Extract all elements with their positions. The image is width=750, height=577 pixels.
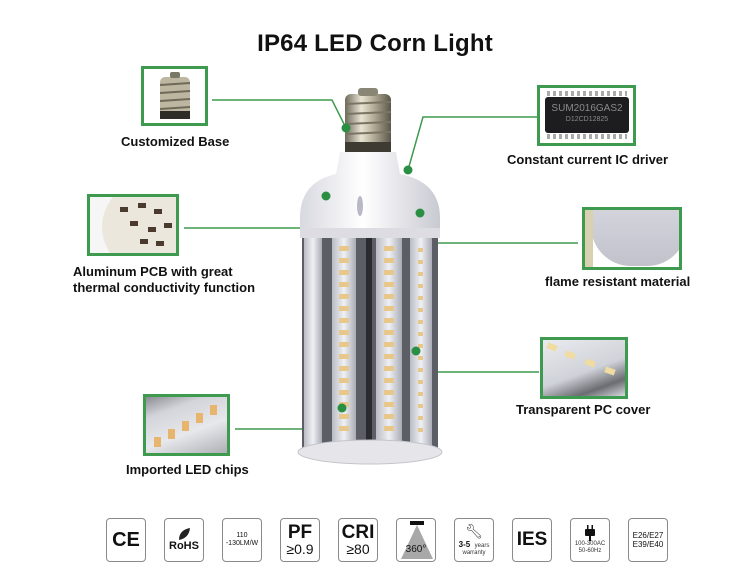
cri-value: ≥80 [346,541,370,557]
housing-thumbnail [582,207,682,270]
wrench-icon: 🔧︎ [465,522,483,539]
callout-label-pcb-line1: Aluminum PCB with great [73,264,233,279]
callout-label-ic-driver: Constant current IC driver [507,152,669,167]
pcb-thumbnail [87,194,179,256]
chip-marking-line2: D12CD12825 [565,116,609,123]
voltage-badge: 100-300AC 50-60Hz [570,518,610,562]
plug-icon [585,525,595,541]
beam-angle-text: 360° [405,543,427,555]
corn-light-bulb-image [297,88,443,465]
ies-icon: IES [516,529,548,550]
frequency-range: 50-60Hz [578,548,602,554]
rohs-badge: RoHS [164,518,204,562]
ic-chip-thumbnail: SUM2016GAS2 D12CD12825 [537,85,636,146]
voltage-range: 100-300AC [574,541,606,547]
pf-value: ≥0.9 [286,541,314,557]
beam-angle-icon [410,521,424,525]
power-factor-badge: PF ≥0.9 [280,518,320,562]
led-chips-thumbnail [143,394,230,456]
base-types-line1: E26/E27 [632,531,664,540]
screw-base-icon [159,72,191,119]
efficacy-line1: 110 [236,532,248,539]
callout-label-flame: flame resistant material [545,274,691,289]
pf-label: PF [287,522,313,543]
callout-label-pc-cover: Transparent PC cover [516,402,651,417]
efficacy-badge: 110 -130LM/W [222,518,262,562]
ies-badge: IES [512,518,552,562]
callout-label-pcb-line2: thermal conductivity function [73,280,256,295]
callout-label-base: Customized Base [121,134,230,149]
callout-label-pcb: Aluminum PCB with great thermal conducti… [73,264,255,296]
cri-badge: CRI ≥80 [338,518,378,562]
cri-label: CRI [341,522,375,543]
warranty-label: warranty [462,549,486,556]
warranty-years: 3-5 [458,539,471,549]
rohs-leaf-icon [179,528,190,540]
base-types-line2: E39/E40 [632,540,664,549]
pc-cover-thumbnail [540,337,628,399]
warranty-badge: 🔧︎ 3-5 years warranty [454,518,494,562]
beam-angle-badge: 360° [396,518,436,562]
efficacy-line2: -130LM/W [225,540,259,547]
page-title: IP64 LED Corn Light [257,30,493,57]
base-types-badge: E26/E27 E39/E40 [628,518,668,562]
feature-badges-row: CE RoHS 110 -130LM/W PF ≥0.9 CRI ≥80 360… [106,518,686,564]
chip-marking-line1: SUM2016GAS2 [551,103,623,114]
lamp-base-thumbnail [141,66,208,126]
callout-label-led-chips: Imported LED chips [126,462,249,477]
rohs-text: RoHS [169,540,199,552]
warranty-years-label: years [474,542,490,549]
ce-mark-badge: CE [106,518,146,562]
ce-mark-icon: CE [112,529,140,551]
